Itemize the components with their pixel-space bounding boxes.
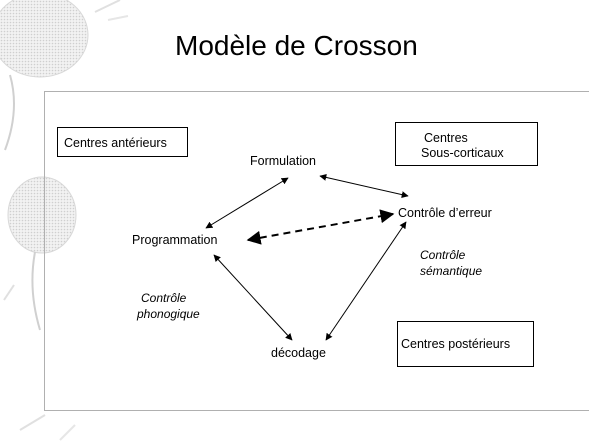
slide-title: Modèle de Crosson bbox=[175, 30, 418, 61]
edge-formulation-programming bbox=[205, 177, 289, 229]
phonological-control-label: Contrôle phonogique bbox=[137, 290, 200, 322]
phonological-control-line1: Contrôle bbox=[141, 291, 187, 305]
anterior-centers-box: Centres antérieurs bbox=[57, 127, 188, 157]
semantic-control-line1: Contrôle bbox=[420, 248, 466, 262]
edge-programming-decoding bbox=[213, 254, 293, 341]
semantic-control-line2: sémantique bbox=[420, 264, 483, 278]
node-error-control: Contrôle d’erreur bbox=[398, 206, 492, 220]
subcortical-label-line2: Sous-corticaux bbox=[421, 146, 504, 160]
posterior-centers-box: Centres postérieurs bbox=[397, 321, 534, 367]
semantic-control-label: Contrôle sémantique bbox=[420, 247, 482, 279]
edge-programming-error-control bbox=[246, 209, 395, 245]
anterior-centers-label: Centres antérieurs bbox=[64, 136, 167, 150]
phonological-control-line2: phonogique bbox=[137, 307, 200, 321]
posterior-centers-label: Centres postérieurs bbox=[401, 337, 511, 351]
node-formulation: Formulation bbox=[250, 154, 316, 168]
node-programming: Programmation bbox=[132, 233, 218, 247]
subcortical-label-line1: Centres bbox=[424, 131, 468, 145]
edge-decoding-error-control bbox=[325, 221, 407, 341]
node-decoding: décodage bbox=[271, 346, 326, 360]
edge-formulation-error-control bbox=[319, 173, 409, 199]
subcortical-centers-box: Centres Sous-corticaux bbox=[395, 122, 538, 166]
content-frame bbox=[44, 91, 589, 411]
